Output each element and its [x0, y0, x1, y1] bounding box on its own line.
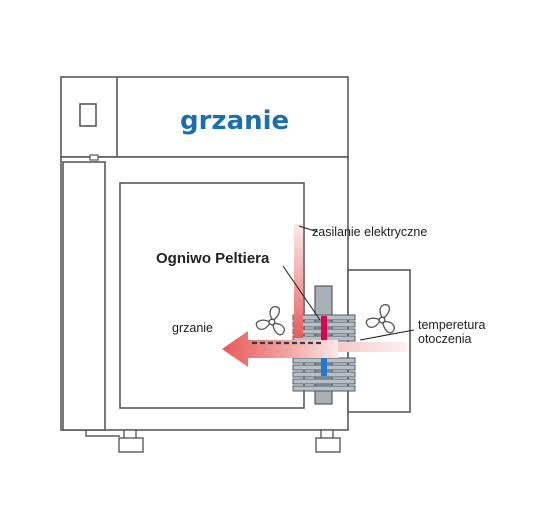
peltier-cold-side: [321, 356, 327, 376]
power-feed-arrow: [294, 224, 303, 338]
power-label: zasilanie elektryczne: [312, 225, 427, 239]
power-leader-line: [298, 225, 319, 233]
heating-arrow: [222, 331, 338, 367]
cabinet-body: [60, 154, 349, 437]
peltier-label: Ogniwo Peltiera: [156, 250, 270, 267]
cabinet-top-panel: [60, 76, 349, 158]
peltier-hot-side: [321, 316, 327, 342]
heating-label: grzanie: [172, 321, 213, 335]
ambient-leader-line: [359, 329, 415, 341]
interior-chamber: [119, 182, 305, 409]
control-panel-display: [79, 103, 97, 127]
cabinet-door: [62, 161, 106, 431]
ambient-heat-inflow: [326, 342, 406, 352]
external-housing: [347, 269, 411, 413]
ambient-label-line1: temperetura: [418, 318, 485, 332]
peltier-leader-line: [282, 265, 321, 321]
cabinet-feet: [118, 429, 341, 453]
heat-flow: [222, 224, 406, 367]
ambient-label-line2: otoczenia: [418, 332, 472, 346]
diagram-title: grzanie: [180, 106, 289, 136]
